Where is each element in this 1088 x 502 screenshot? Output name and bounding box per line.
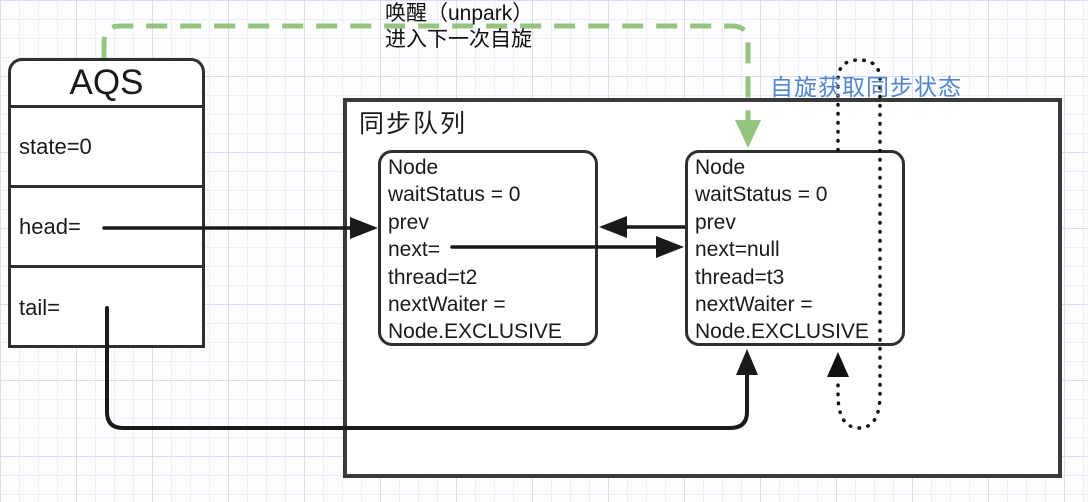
node-line: prev xyxy=(695,210,736,234)
node-line: thread=t3 xyxy=(695,265,785,289)
sync-queue-title: 同步队列 xyxy=(359,110,468,138)
aqs-row-state: state=0 xyxy=(11,108,202,188)
node-line: nextWaiter = xyxy=(695,293,813,317)
node-line: next= xyxy=(388,238,440,262)
node-line: Node xyxy=(388,156,439,179)
node-line: Node xyxy=(695,156,746,179)
aqs-row-tail: tail= xyxy=(19,295,60,320)
node-line: nextWaiter = xyxy=(388,293,506,317)
aqs-title: AQS xyxy=(11,61,202,108)
node-line: Node.EXCLUSIVE xyxy=(695,320,869,344)
node-line: Node.EXCLUSIVE xyxy=(388,320,562,344)
unpark-annotation-line1: 唤醒（unpark） xyxy=(385,2,534,25)
node-line: prev xyxy=(388,210,429,234)
unpark-annotation-line2: 进入下一次自旋 xyxy=(385,28,532,51)
node-box-t2: Node waitStatus = 0 prev next= thread=t2… xyxy=(378,150,598,346)
unpark-annotation: 唤醒（unpark） 进入下一次自旋 xyxy=(385,1,533,53)
aqs-box: AQS state=0 head= tail= xyxy=(8,58,205,348)
node-line: waitStatus = 0 xyxy=(695,183,828,207)
node-line: waitStatus = 0 xyxy=(388,183,521,207)
spin-annotation: 自旋获取同步状态 xyxy=(770,74,962,100)
node-line: next=null xyxy=(695,238,780,262)
aqs-row-head: head= xyxy=(11,188,202,268)
node-box-t3: Node waitStatus = 0 prev next=null threa… xyxy=(685,150,905,346)
node-line: thread=t2 xyxy=(388,265,478,289)
